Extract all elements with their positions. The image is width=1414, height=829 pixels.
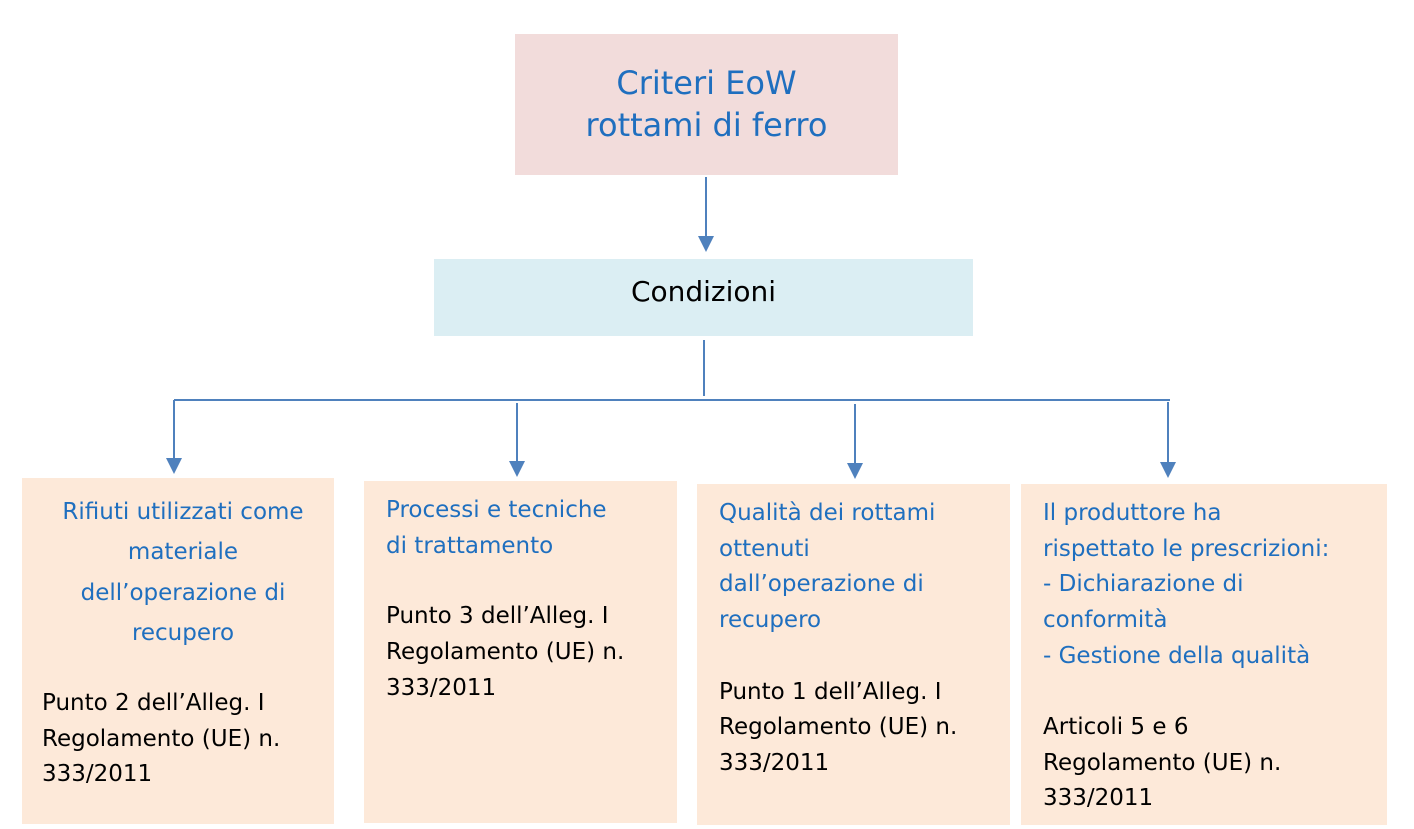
arrowhead-3 (847, 463, 863, 479)
conditions-label: Condizioni (630, 275, 777, 308)
condition-box-producer: Il produttore ha rispettato le prescrizi… (1021, 484, 1387, 825)
box3-blue-line-2: ottenuti (719, 535, 810, 562)
criteria-title-box: Criteri EoW rottami di ferro (515, 34, 898, 175)
box3-black-line-3: 333/2011 (719, 749, 830, 776)
condition-box-waste-input: Rifiuti utilizzati come materiale dell’o… (22, 478, 334, 824)
box3-blue-line-4: recupero (719, 606, 822, 633)
box2-blue-line-2: di trattamento (386, 532, 554, 559)
box4-blue-line-4: conformità (1043, 606, 1168, 633)
box1-blue-line-2: materiale (127, 539, 239, 566)
box2-black-line-2: Regolamento (UE) n. (386, 638, 625, 665)
arrowhead-4 (1160, 462, 1176, 478)
conditions-box: Condizioni (434, 259, 973, 336)
box1-blue-line-3: dell’operazione di (80, 579, 286, 606)
box4-black-line-1: Articoli 5 e 6 (1043, 714, 1189, 741)
condition-box-quality: Qualità dei rottami ottenuti dall’operaz… (697, 484, 1010, 825)
criteria-title-line-1: Criteri EoW (616, 63, 797, 102)
box4-blue-line-3: - Dichiarazione di (1043, 571, 1244, 598)
box4-blue-line-5: - Gestione della qualità (1043, 642, 1311, 669)
box2-black-line-1: Punto 3 dell’Alleg. I (386, 603, 609, 630)
box3-black-line-1: Punto 1 dell’Alleg. I (719, 678, 942, 705)
arrowhead-2 (509, 461, 525, 477)
arrowhead-top-to-middle (698, 236, 714, 252)
arrowhead-1 (166, 458, 182, 474)
condition-box-processes: Processi e tecniche di trattamento Punto… (364, 481, 677, 823)
box2-black-line-3: 333/2011 (386, 674, 497, 701)
box1-blue-line-1: Rifiuti utilizzati come (62, 499, 304, 525)
box4-black-line-3: 333/2011 (1043, 785, 1154, 812)
box3-blue-line-1: Qualità dei rottami (719, 500, 936, 526)
box1-black-line-1: Punto 2 dell’Alleg. I (42, 690, 265, 716)
box2-blue-line-1: Processi e tecniche (386, 497, 607, 523)
box3-blue-line-3: dall’operazione di (719, 571, 924, 598)
criteria-title-line-2: rottami di ferro (585, 105, 828, 144)
box1-blue-line-4: recupero (131, 619, 235, 646)
box4-blue-line-2: rispettato le prescrizioni: (1043, 535, 1330, 562)
box4-black-line-2: Regolamento (UE) n. (1043, 749, 1282, 776)
box3-black-line-2: Regolamento (UE) n. (719, 714, 958, 741)
box4-blue-line-1: Il produttore ha (1043, 500, 1222, 526)
box1-black-line-3: 333/2011 (42, 761, 153, 788)
box1-black-line-2: Regolamento (UE) n. (42, 725, 281, 752)
